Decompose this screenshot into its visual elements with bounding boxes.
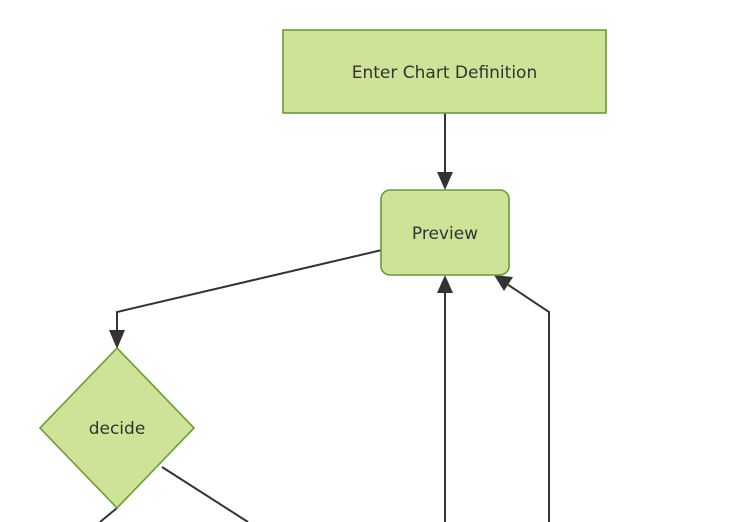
node-preview[interactable]: Preview <box>380 189 510 276</box>
node-enter-chart-definition[interactable]: Enter Chart Definition <box>282 29 607 114</box>
arrowhead-up-left-icon <box>494 275 513 291</box>
edge-bottom-right-to-preview <box>494 275 550 522</box>
edge-bottom-vertical-to-preview <box>437 275 453 522</box>
node-label-preview: Preview <box>412 224 478 244</box>
edge-line <box>99 507 118 522</box>
arrowhead-down-icon <box>109 330 125 349</box>
edge-line <box>161 466 249 522</box>
edge-line <box>503 281 550 522</box>
node-decide[interactable]: decide <box>38 346 196 510</box>
node-layer: Enter Chart Definition Preview decide <box>38 29 607 510</box>
arrowhead-down-icon <box>437 172 453 190</box>
node-diamond[interactable] <box>38 346 196 510</box>
node-label-decide: decide <box>89 419 146 439</box>
edge-layer <box>99 113 550 522</box>
edge-preview-to-decide <box>109 249 383 349</box>
edge-decide-right-offscreen <box>161 466 249 522</box>
node-rectangle[interactable] <box>282 29 607 114</box>
edge-decide-bottom-offscreen <box>99 507 118 522</box>
edge-enter-to-preview <box>437 113 453 190</box>
arrowhead-up-icon <box>437 275 453 293</box>
node-label-enter-chart-definition: Enter Chart Definition <box>352 63 537 83</box>
node-rounded-rectangle[interactable] <box>380 189 510 276</box>
edge-line <box>116 249 383 340</box>
